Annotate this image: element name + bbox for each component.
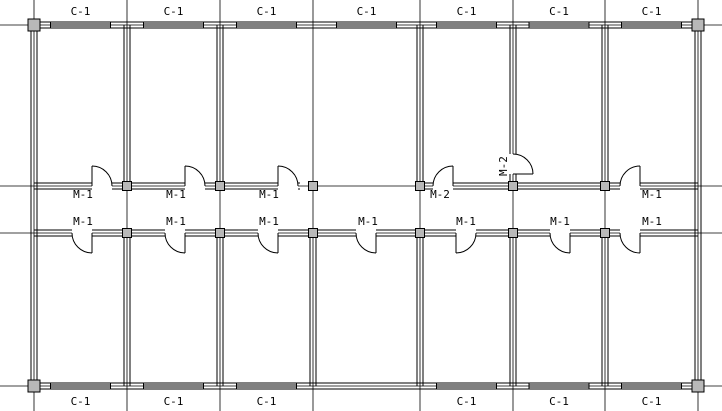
window-north-3-mask [336, 22, 397, 28]
window-south-6-mask [621, 383, 682, 389]
column-corridor-s-2 [215, 228, 225, 238]
door-south-2-gap [258, 229, 278, 237]
door-south-5-arc [549, 232, 571, 254]
door-south-1-arc [164, 232, 186, 254]
door-label-north-3: M-2 [430, 188, 450, 201]
door-label-north-1: M-1 [166, 188, 186, 201]
window-label-south-6: C-1 [642, 395, 662, 408]
door-label-south-4: M-1 [456, 215, 476, 228]
window-south-1-mask [143, 383, 204, 389]
window-label-south-5: C-1 [549, 395, 569, 408]
columns [27, 18, 705, 393]
door-south-0-gap [72, 229, 92, 237]
column-corridor-s-4 [415, 228, 425, 238]
door-label-north-2: M-1 [259, 188, 279, 201]
door-south-0-arc [71, 232, 93, 254]
window-label-north-1: C-1 [164, 5, 184, 18]
window-south-5-mask [529, 383, 589, 389]
window-south-0-mask [50, 383, 111, 389]
windows [50, 21, 682, 390]
door-north-0-arc [91, 165, 113, 187]
walls [30, 21, 702, 390]
door-label-south-6: M-1 [642, 215, 662, 228]
door-south-5-gap [550, 229, 570, 237]
door-north-4-arc [619, 165, 641, 187]
window-north-0-mask [50, 22, 111, 28]
door-south-4-gap [456, 229, 476, 237]
door-label-south-1: M-1 [166, 215, 186, 228]
door-north-4-gap [620, 182, 640, 190]
column-corridor-n-5 [508, 181, 518, 191]
column-corridor-n-3 [308, 181, 318, 191]
column-corridor-s-1 [122, 228, 132, 238]
window-north-2-mask [236, 22, 297, 28]
column-corridor-s-5 [508, 228, 518, 238]
window-north-1-mask [143, 22, 204, 28]
window-label-north-2: C-1 [257, 5, 277, 18]
door-label-m2-vertical: M-2 [497, 156, 510, 176]
window-south-2-mask [236, 383, 297, 389]
window-label-south-4: C-1 [457, 395, 477, 408]
column-corridor-s-3 [308, 228, 318, 238]
door-m2-partition-gap [509, 154, 517, 174]
door-south-3-gap [356, 229, 376, 237]
doors [71, 153, 641, 254]
window-south-4-mask [436, 383, 497, 389]
door-label-south-2: M-1 [259, 215, 279, 228]
window-north-5-mask [529, 22, 589, 28]
door-north-2-gap [278, 182, 298, 190]
door-south-4-arc [455, 232, 477, 254]
window-label-south-0: C-1 [71, 395, 91, 408]
window-label-north-5: C-1 [549, 5, 569, 18]
window-label-north-0: C-1 [71, 5, 91, 18]
door-label-north-4: M-1 [642, 188, 662, 201]
window-label-north-4: C-1 [457, 5, 477, 18]
column-corridor-s-6 [600, 228, 610, 238]
door-north-2-arc [277, 165, 299, 187]
column-corridor-n-2 [215, 181, 225, 191]
column-corridor-n-1 [122, 181, 132, 191]
door-label-south-5: M-1 [550, 215, 570, 228]
door-south-1-gap [165, 229, 185, 237]
door-north-3-gap [433, 182, 453, 190]
door-north-1-arc [184, 165, 206, 187]
column-corridor-n-6 [600, 181, 610, 191]
door-north-1-gap [185, 182, 205, 190]
column-corner-ne [691, 18, 705, 32]
door-south-6-arc [619, 232, 641, 254]
column-corner-nw [27, 18, 41, 32]
window-label-south-1: C-1 [164, 395, 184, 408]
column-corner-se [691, 379, 705, 393]
door-south-2-arc [257, 232, 279, 254]
window-north-6-mask [621, 22, 682, 28]
door-m2-partition-arc [512, 153, 534, 175]
column-corridor-n-4 [415, 181, 425, 191]
door-north-0-gap [92, 182, 112, 190]
window-north-4-mask [436, 22, 497, 28]
door-label-south-0: M-1 [73, 215, 93, 228]
door-label-north-0: M-1 [73, 188, 93, 201]
window-label-south-2: C-1 [257, 395, 277, 408]
door-north-3-arc [432, 165, 454, 187]
column-corner-sw [27, 379, 41, 393]
door-south-3-arc [355, 232, 377, 254]
window-label-north-6: C-1 [642, 5, 662, 18]
window-label-north-3: C-1 [357, 5, 377, 18]
door-south-6-gap [620, 229, 640, 237]
door-label-south-3: M-1 [358, 215, 378, 228]
